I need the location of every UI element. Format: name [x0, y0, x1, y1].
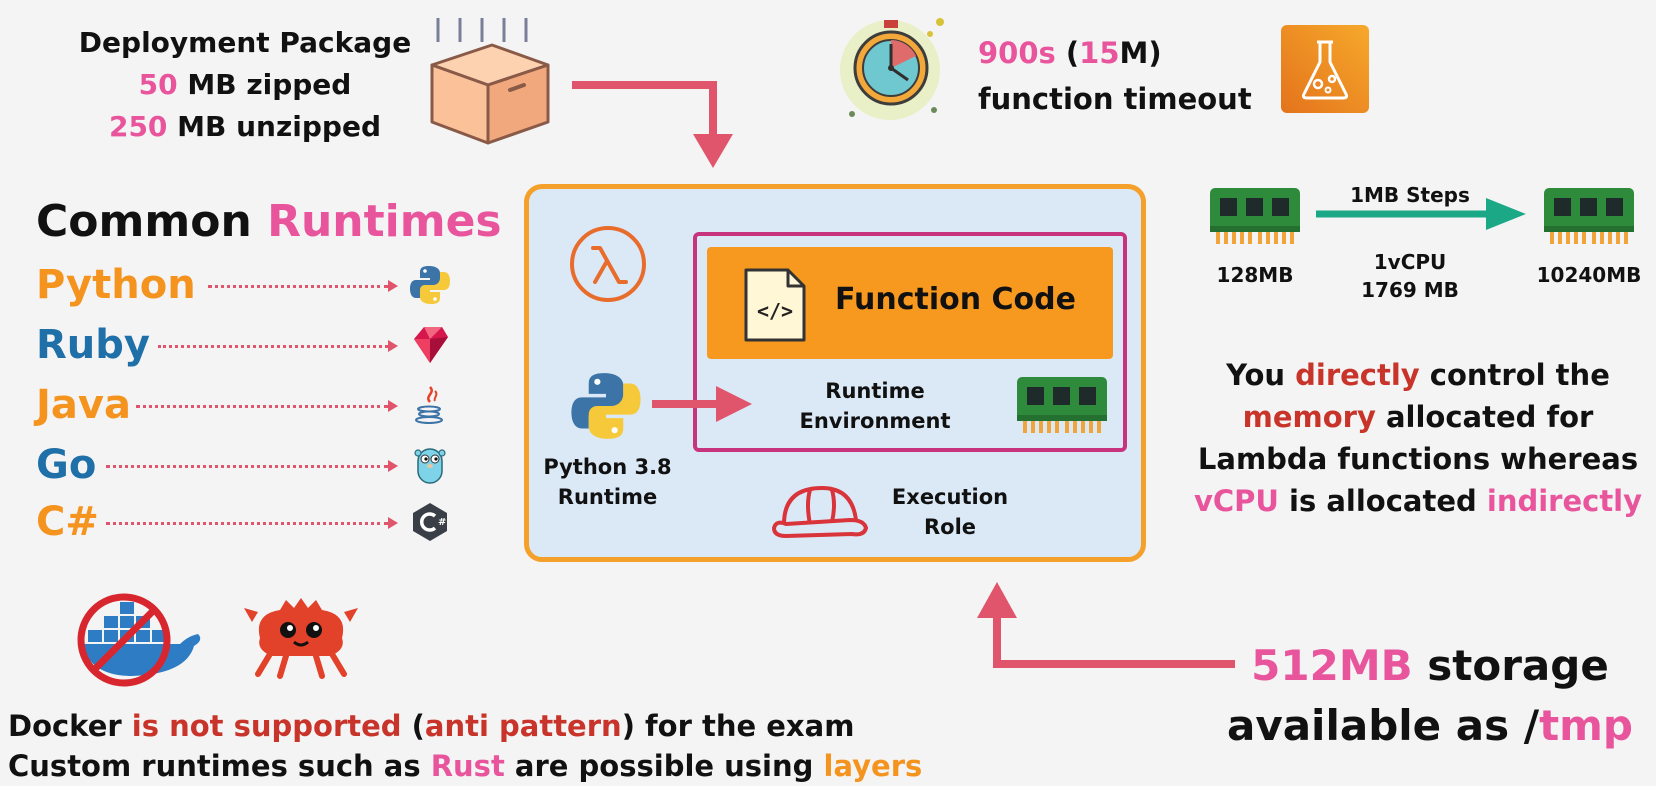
function-timeout-text: 900s (15M) function timeout	[978, 30, 1252, 122]
dotted-arrow	[106, 517, 398, 529]
runtime-environment-box	[693, 232, 1127, 452]
dotted-arrow	[136, 400, 398, 412]
execution-role-label: Execution Role	[891, 485, 1009, 539]
lambda-symbol-icon	[570, 226, 646, 302]
stopwatch-icon	[840, 18, 944, 120]
runtime-row-python: Python	[36, 259, 456, 311]
ram-max-icon	[1544, 188, 1634, 244]
memory-max-label: 10240MB	[1536, 263, 1642, 287]
vcpu-threshold-label: 1vCPU 1769 MB	[1361, 250, 1459, 302]
storage-to-lambda-arrow	[977, 582, 1235, 668]
python-to-runtime-arrow	[652, 386, 752, 422]
tmp-storage-text: 512MB storage available as /tmp	[1227, 641, 1633, 750]
runtime-row-go: Go	[36, 439, 456, 491]
python-runtime-label: Python 3.8 Runtime	[543, 455, 672, 509]
docker-note: Docker is not supported (anti pattern) f…	[8, 709, 855, 743]
go-gopher-icon	[414, 448, 446, 484]
python-runtime-icon	[571, 373, 641, 439]
package-box-icon	[430, 18, 550, 145]
package-to-lambda-arrow	[572, 81, 733, 168]
deployment-package-text: Deployment Package 50 MB zipped 250 MB u…	[70, 22, 420, 148]
memory-control-note: You directly control the memory allocate…	[1193, 358, 1643, 518]
timeout-label: function timeout	[978, 82, 1252, 116]
dotted-arrow	[106, 460, 398, 472]
svg-text:</>: </>	[757, 299, 793, 323]
runtime-name: Java	[36, 382, 131, 428]
function-code-label: Function Code	[835, 282, 1076, 317]
runtime-name: Python	[36, 262, 196, 308]
runtime-name: Ruby	[36, 322, 150, 368]
aws-lambda-flask-icon	[1281, 25, 1369, 113]
ruby-icon	[414, 327, 448, 363]
java-icon	[415, 386, 443, 424]
unzipped-limit: 250 MB unzipped	[108, 110, 382, 143]
custom-runtime-note: Custom runtimes such as Rust are possibl…	[8, 749, 923, 783]
ram-min-icon	[1210, 188, 1300, 244]
memory-min-label: 128MB	[1216, 263, 1294, 287]
ram-memory-icon	[1017, 377, 1107, 433]
csharp-icon: #	[413, 503, 447, 541]
runtime-row-ruby: Ruby	[36, 319, 456, 371]
timeout-duration: 900s (15M)	[978, 36, 1162, 70]
runtime-row-java: Java	[36, 379, 456, 431]
deployment-package-title: Deployment Package	[78, 26, 412, 59]
runtime-row-csharp: C# #	[36, 496, 456, 548]
memory-steps-label: 1MB Steps	[1350, 183, 1470, 207]
rust-crab-icon	[244, 598, 358, 679]
memory-steps-arrow	[1316, 198, 1526, 230]
svg-text:#: #	[438, 517, 446, 528]
runtime-name: C#	[36, 499, 99, 545]
runtime-environment-label: Runtime Environment	[799, 379, 951, 433]
zipped-limit: 50 MB zipped	[138, 68, 352, 101]
bottom-notes: Docker is not supported (anti pattern) f…	[8, 706, 922, 786]
hard-hat-icon	[772, 485, 868, 538]
code-file-icon: </>	[744, 268, 806, 342]
python-icon	[410, 266, 450, 304]
dotted-arrow	[208, 280, 398, 292]
common-runtimes-title: Common Runtimes	[36, 196, 502, 247]
dotted-arrow	[158, 340, 398, 352]
runtime-name: Go	[36, 442, 97, 488]
docker-not-supported-icon	[77, 593, 201, 687]
